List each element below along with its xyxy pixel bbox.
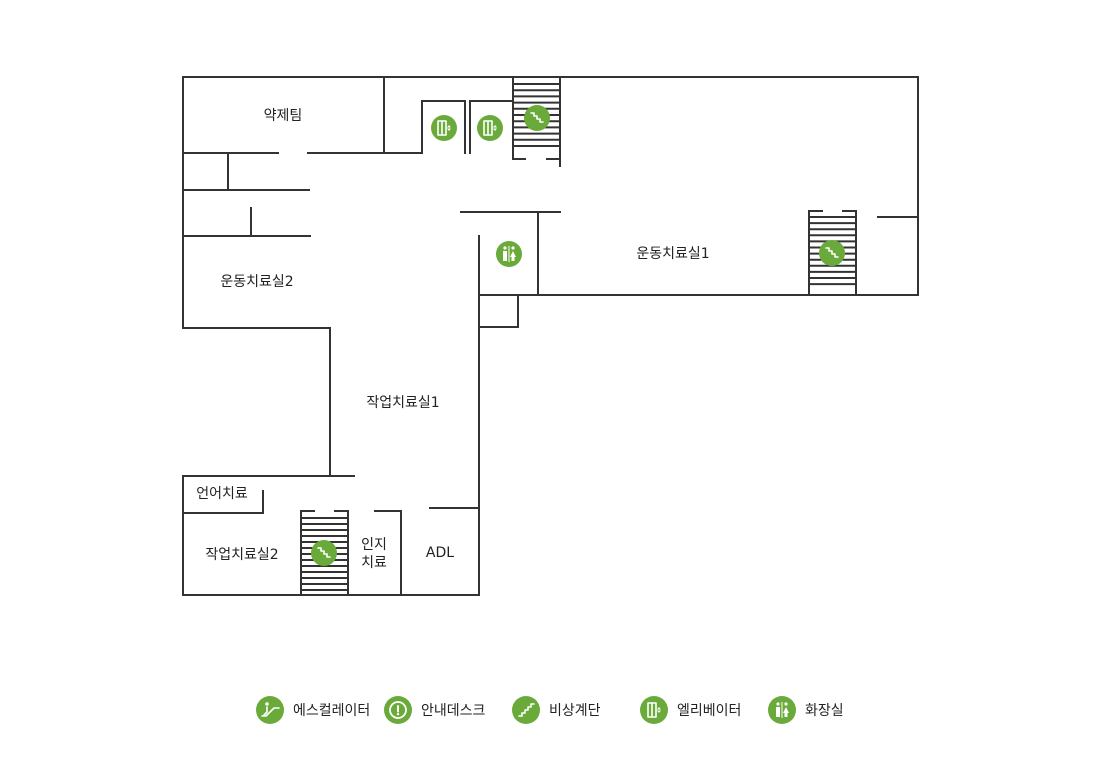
info-desk-icon xyxy=(384,696,412,724)
legend-item-emergency-stairs: 비상계단 xyxy=(511,690,601,730)
room-label-adl: ADL xyxy=(426,545,454,561)
restroom-icon[interactable] xyxy=(496,241,522,267)
room-label-cognitive-therapy-line1: 인지 xyxy=(361,537,387,553)
legend-label: 에스컬레이터 xyxy=(293,703,371,719)
room-label-occupational-therapy-1: 작업치료실1 xyxy=(366,395,439,411)
room-label-exercise-therapy-2: 운동치료실2 xyxy=(220,274,293,290)
room-label-occupational-therapy-2: 작업치료실2 xyxy=(205,547,278,563)
legend: 에스컬레이터 안내데스크 비상계단 엘리베이터 xyxy=(0,690,1100,730)
elevator-icon xyxy=(640,696,668,724)
restroom-icon xyxy=(768,696,796,724)
room-label-cognitive-therapy-line2: 치료 xyxy=(361,555,387,571)
emergency-stairs-icon[interactable] xyxy=(819,240,845,266)
elevator-icon[interactable] xyxy=(477,115,503,141)
legend-item-restroom: 화장실 xyxy=(767,690,844,730)
legend-item-elevator: 엘리베이터 xyxy=(639,690,741,730)
room-label-exercise-therapy-1: 운동치료실1 xyxy=(636,246,709,262)
legend-label: 안내데스크 xyxy=(421,703,486,719)
emergency-stairs-icon[interactable] xyxy=(311,540,337,566)
legend-item-escalator: 에스컬레이터 xyxy=(255,690,370,730)
legend-label: 엘리베이터 xyxy=(677,703,742,719)
legend-item-info-desk: 안내데스크 xyxy=(383,690,485,730)
room-label-speech-therapy: 언어치료 xyxy=(196,486,248,502)
escalator-icon xyxy=(256,696,284,724)
emergency-stairs-icon[interactable] xyxy=(524,105,550,131)
floor-plan: 약제팀 운동치료실2 운동치료실1 작업치료실1 언어치료 작업치료실2 인지 … xyxy=(182,76,919,596)
legend-label: 화장실 xyxy=(805,703,844,719)
emergency-stairs-icon xyxy=(512,696,540,724)
room-label-pharmacy: 약제팀 xyxy=(264,108,303,124)
elevator-icon[interactable] xyxy=(431,115,457,141)
walls xyxy=(182,76,919,596)
legend-label: 비상계단 xyxy=(549,703,601,719)
